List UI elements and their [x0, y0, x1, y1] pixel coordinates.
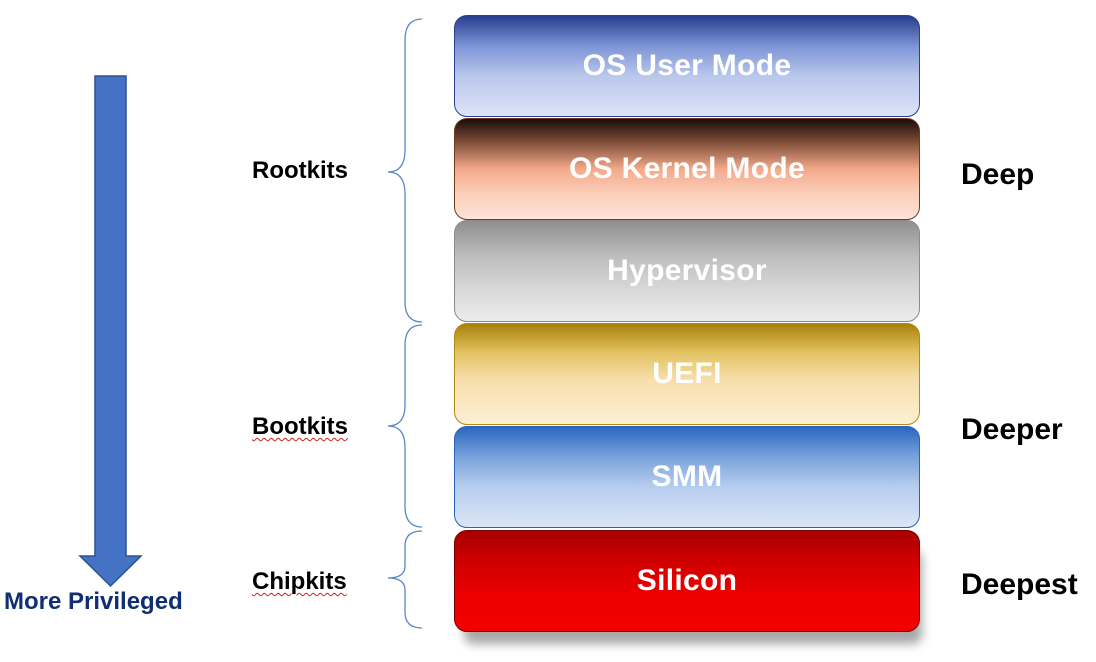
layer-label: Hypervisor [607, 254, 767, 287]
brace-bootkits [387, 324, 423, 528]
depth-label-deepest: Deepest [961, 568, 1078, 601]
layer-silicon: Silicon [454, 530, 920, 632]
layer-label: UEFI [652, 357, 722, 390]
layer-hypervisor: Hypervisor [454, 220, 920, 322]
depth-label-deep: Deep [961, 158, 1035, 191]
group-braces [387, 18, 423, 629]
layer-label: OS Kernel Mode [569, 152, 805, 185]
group-label-bootkits: Bootkits [252, 413, 348, 440]
arrow-label: More Privileged [4, 588, 183, 615]
brace-rootkits [387, 18, 423, 323]
depth-label-deeper: Deeper [961, 413, 1063, 446]
group-label-chipkits: Chipkits [252, 568, 347, 595]
brace-chipkits [387, 530, 423, 629]
layer-label: Silicon [636, 564, 738, 597]
layer-smm: SMM [454, 426, 920, 528]
layer-label: OS User Mode [582, 49, 792, 82]
layer-uefi: UEFI [454, 323, 920, 425]
layer-os-user-mode: OS User Mode [454, 15, 920, 117]
group-label-rootkits: Rootkits [252, 157, 348, 184]
privilege-arrow [78, 75, 143, 588]
layer-os-kernel-mode: OS Kernel Mode [454, 118, 920, 220]
layer-label: SMM [651, 460, 723, 493]
